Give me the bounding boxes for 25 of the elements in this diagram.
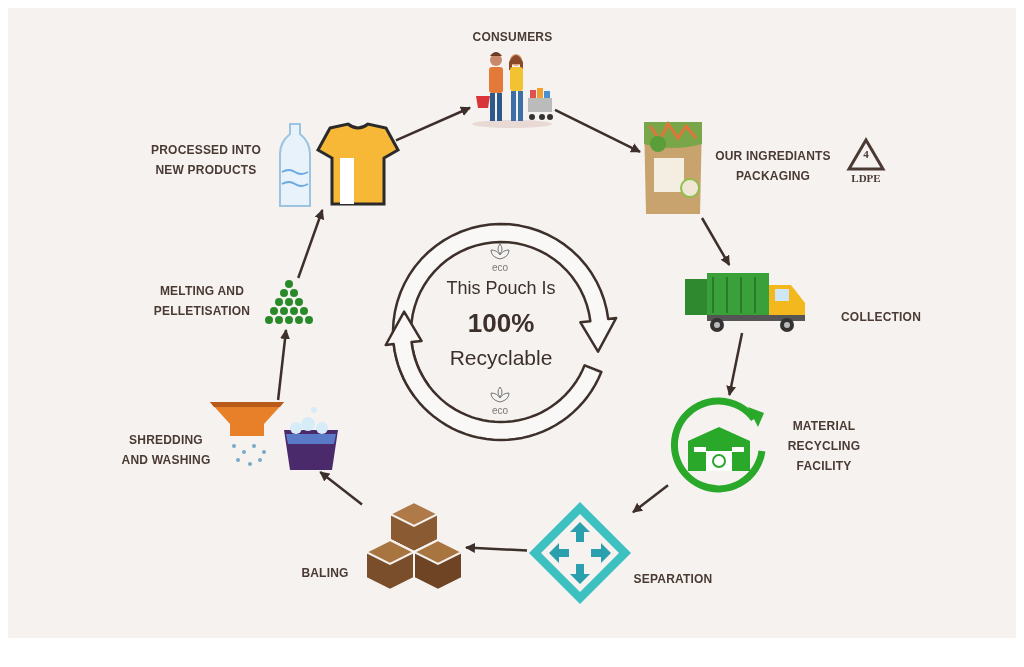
stage-label: OUR INGREDIANTS PACKAGING (714, 148, 832, 185)
stage-label: COLLECTION (841, 309, 921, 326)
stage-label: SHREDDING AND WASHING (120, 432, 212, 469)
stage-label: CONSUMERS (472, 29, 553, 46)
tagline: This Pouch Is (446, 278, 556, 298)
tagline: Recyclable (449, 346, 553, 369)
arrow (276, 329, 290, 401)
resin-code: LDPE (851, 172, 881, 184)
stage-label: PROCESSED INTO NEW PRODUCTS (150, 142, 262, 179)
stage-label: MELTING AND PELLETISATION (152, 283, 252, 320)
arrow (297, 209, 325, 279)
arrow (319, 471, 363, 506)
stage-label: BALING (301, 565, 349, 582)
arrow (395, 106, 471, 142)
arrow (465, 542, 528, 553)
arrow (632, 484, 669, 514)
resin-code: 4 (863, 148, 869, 160)
arrow (554, 108, 641, 153)
arrow (726, 332, 744, 396)
percentage: 100% (467, 308, 535, 338)
stage-label: MATERIAL RECYCLING FACILITY (786, 418, 862, 475)
eco-label: eco (491, 262, 509, 273)
eco-label: eco (491, 405, 509, 416)
stage-label: SEPARATION (633, 571, 713, 588)
arrow (700, 217, 731, 266)
